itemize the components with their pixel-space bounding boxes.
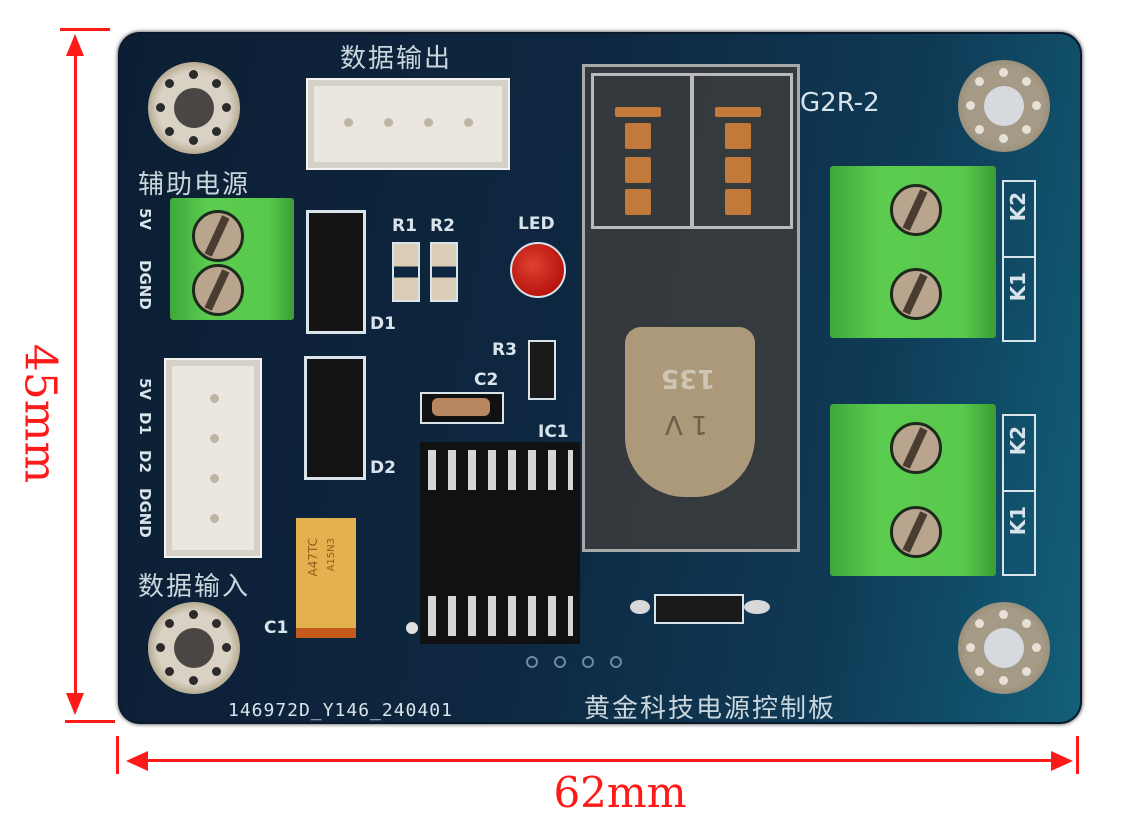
input-pin-5v-label: 5V bbox=[136, 378, 154, 401]
r3-label: R3 bbox=[492, 340, 517, 360]
aux-pin-dgnd-label: DGND bbox=[136, 260, 154, 310]
ic1-chip bbox=[420, 442, 580, 644]
screw-icon[interactable] bbox=[890, 506, 942, 558]
test-points bbox=[526, 656, 626, 668]
arrow-up-icon bbox=[66, 34, 84, 56]
c2-label: C2 bbox=[474, 370, 499, 390]
c1-marking: A47TC bbox=[306, 538, 320, 577]
led-label: LED bbox=[518, 214, 555, 234]
height-line bbox=[74, 46, 77, 706]
diode-d1 bbox=[306, 210, 366, 334]
terminal-bottom-k2-label: K2 bbox=[1006, 426, 1030, 456]
screw-icon[interactable] bbox=[192, 210, 244, 262]
data-output-label: 数据输出 bbox=[340, 44, 453, 74]
arrow-right-icon bbox=[1051, 751, 1073, 771]
width-left-tick bbox=[116, 736, 119, 774]
height-bottom-tick bbox=[65, 720, 115, 723]
capacitor-c1: A47TC A15N3 bbox=[296, 518, 356, 638]
data-output-connector[interactable] bbox=[306, 78, 510, 170]
board-title: 黄金科技电源控制板 bbox=[584, 694, 837, 724]
relay-stamp: 135 bbox=[661, 363, 716, 393]
aux-power-label: 辅助电源 bbox=[138, 170, 251, 200]
resistor-r2 bbox=[430, 242, 458, 302]
screw-icon[interactable] bbox=[890, 268, 942, 320]
c1-marking-2: A15N3 bbox=[326, 538, 337, 572]
pin1-marker bbox=[406, 622, 418, 634]
input-pin-d1-label: D1 bbox=[136, 412, 154, 435]
data-input-label: 数据输入 bbox=[138, 572, 251, 602]
terminal-top-k2-label: K2 bbox=[1006, 192, 1030, 222]
output-terminal-bottom[interactable] bbox=[830, 404, 996, 576]
board-serial: 146972D_Y146_240401 bbox=[228, 700, 453, 721]
aux-power-terminal[interactable] bbox=[170, 198, 294, 320]
relay-armature: 135 1 V bbox=[625, 327, 755, 497]
height-dimension bbox=[60, 28, 120, 728]
screw-icon[interactable] bbox=[192, 264, 244, 316]
d2-label: D2 bbox=[370, 458, 396, 478]
relay-stamp-2: 1 V bbox=[665, 409, 708, 439]
width-dimension bbox=[116, 736, 1082, 776]
output-terminal-top[interactable] bbox=[830, 166, 996, 338]
relay-g2r-2: 135 1 V bbox=[582, 64, 800, 552]
r1-label: R1 bbox=[392, 216, 417, 236]
capacitor-c2 bbox=[420, 392, 504, 424]
input-pin-dgnd-label: DGND bbox=[136, 488, 154, 538]
width-right-tick bbox=[1076, 736, 1079, 774]
resistor-r3 bbox=[528, 340, 556, 400]
arrow-down-icon bbox=[66, 693, 84, 715]
c1-label: C1 bbox=[264, 618, 289, 638]
mounting-hole-bottom-right bbox=[958, 602, 1050, 694]
mounting-hole-top-left bbox=[148, 62, 240, 154]
r2-label: R2 bbox=[430, 216, 455, 236]
led-indicator bbox=[510, 242, 566, 298]
d1-label: D1 bbox=[370, 314, 396, 334]
diode-d2 bbox=[304, 356, 366, 480]
arrow-left-icon bbox=[126, 751, 148, 771]
terminal-bottom-labels: K2 K1 bbox=[1002, 414, 1036, 576]
resistor-r1 bbox=[392, 242, 420, 302]
mounting-hole-top-right bbox=[958, 60, 1050, 152]
diode-bottom bbox=[624, 592, 774, 624]
terminal-top-k1-label: K1 bbox=[1006, 272, 1030, 302]
terminal-top-labels: K2 K1 bbox=[1002, 180, 1036, 342]
screw-icon[interactable] bbox=[890, 184, 942, 236]
relay-model-label: G2R-2 bbox=[800, 88, 880, 118]
height-top-tick bbox=[60, 28, 110, 31]
screw-icon[interactable] bbox=[890, 422, 942, 474]
width-line bbox=[136, 759, 1061, 762]
width-label: 62mm bbox=[553, 768, 687, 817]
mounting-hole-bottom-left bbox=[148, 602, 240, 694]
pcb-board: 数据输出 辅助电源 5V DGND D1 R1 R2 LED R3 C2 IC1… bbox=[118, 32, 1082, 724]
data-input-connector[interactable] bbox=[164, 358, 262, 558]
input-pin-d2-label: D2 bbox=[136, 450, 154, 473]
terminal-bottom-k1-label: K1 bbox=[1006, 506, 1030, 536]
aux-pin-5v-label: 5V bbox=[136, 208, 154, 231]
ic1-label: IC1 bbox=[538, 422, 569, 442]
height-label: 45mm bbox=[14, 343, 66, 484]
